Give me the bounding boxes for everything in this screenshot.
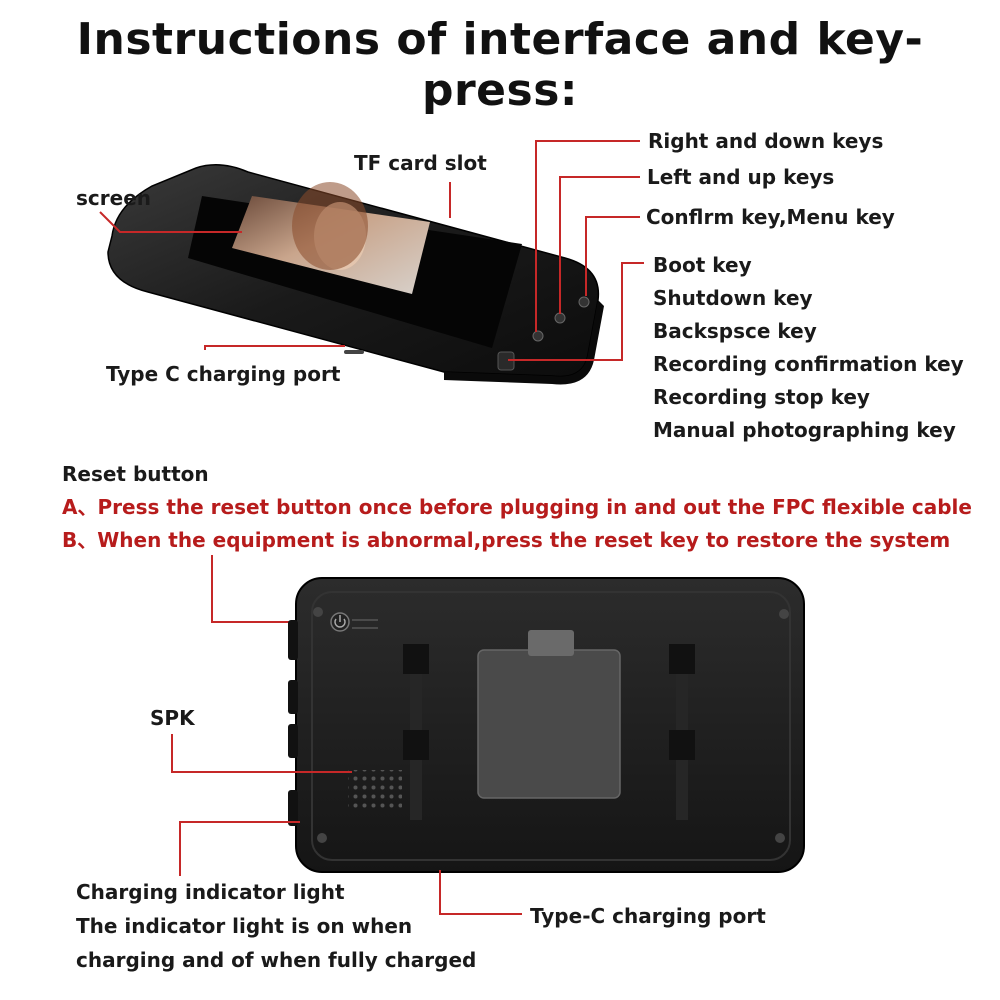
label-screen: screen [76, 186, 151, 210]
charging-indicator-note: Charging indicator light The indicator l… [76, 880, 476, 982]
charging-indicator-line: charging and of when fully charged [76, 948, 477, 972]
key-function: Backspsce key [653, 319, 817, 343]
page-title: Instructions of interface and key-press: [76, 14, 924, 116]
back-device [288, 577, 805, 873]
label-spk: SPK [150, 706, 195, 730]
label-confirm-menu-key: Conflrm key,Menu key [646, 205, 895, 229]
key-function: Recording stop key [653, 385, 870, 409]
key-function: Recording confirmation key [653, 352, 964, 376]
front-device [107, 164, 604, 385]
boot-key-functions: Boot key Shutdown key Backspsce key Reco… [653, 253, 964, 451]
label-left-up-keys: Left and up keys [647, 165, 835, 189]
speaker-grille [348, 770, 402, 810]
right-down-key[interactable] [554, 312, 566, 324]
left-up-key[interactable] [532, 330, 544, 342]
reset-note-a: A、Press the reset button once before plu… [62, 495, 972, 519]
key-function: Shutdown key [653, 286, 813, 310]
charging-indicator-line: Charging indicator light [76, 880, 345, 904]
label-type-c-back: Type-C charging port [530, 904, 766, 928]
label-right-down-keys: Right and down keys [648, 129, 884, 153]
top-leader-lines [99, 140, 644, 361]
key-function: Boot key [653, 253, 752, 277]
power-icon [334, 618, 346, 628]
type-c-port-front [344, 350, 364, 354]
bottom-leader-lines [171, 734, 522, 915]
label-tf-card-slot: TF card slot [354, 151, 487, 175]
charging-indicator-line: The indicator light is on when [76, 914, 413, 938]
reset-note-b: B、When the equipment is abnormal,press t… [62, 528, 951, 552]
label-type-c-front: Type C charging port [106, 362, 341, 386]
key-function: Manual photographing key [653, 418, 956, 442]
battery-cover [477, 649, 621, 799]
reset-heading: Reset button [62, 462, 209, 486]
confirm-menu-key[interactable] [578, 296, 590, 308]
